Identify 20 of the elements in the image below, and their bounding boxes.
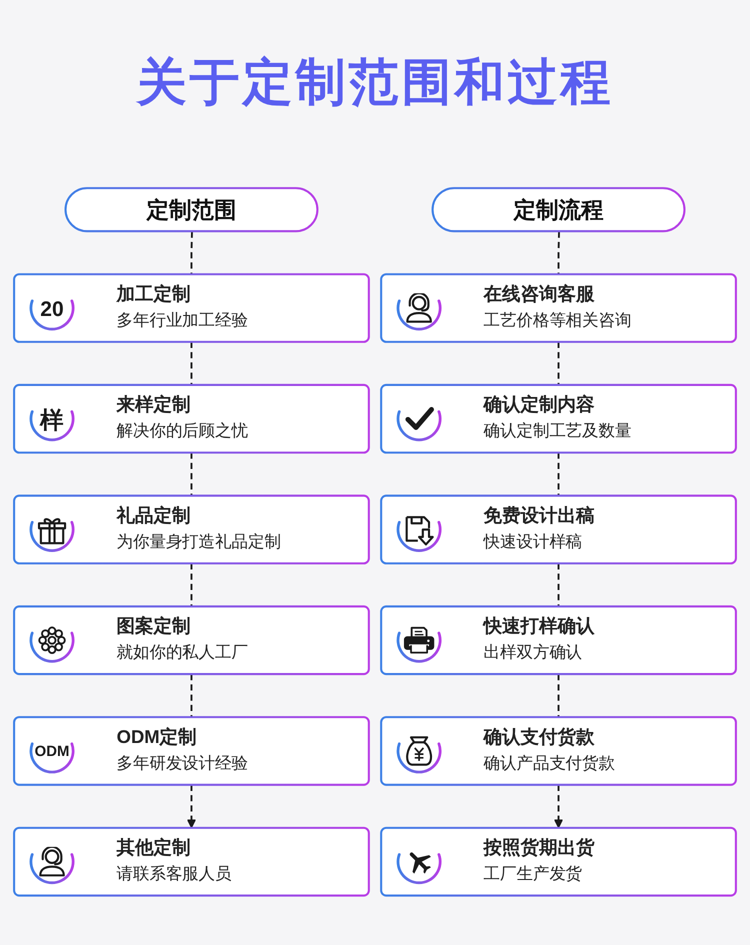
- connector: [558, 563, 560, 606]
- node-box: 快速打样确认 出样双方确认: [380, 605, 737, 676]
- node-box: 按照货期出货 工厂生产发货: [380, 826, 737, 897]
- node-box: 确认定制内容 确认定制工艺及数量: [380, 384, 737, 454]
- arrow: [186, 784, 196, 828]
- connector: [558, 452, 560, 496]
- connector: [190, 452, 192, 496]
- title: 关于定制范围和过程: [134, 53, 614, 112]
- node-box: 礼品定制 为你量身打造礼品定制: [13, 494, 370, 564]
- connector: [190, 342, 192, 385]
- node-box: 图案定制 就如你的私人工厂: [13, 605, 370, 676]
- connector: [558, 342, 560, 385]
- connector: [558, 674, 560, 718]
- node-box: 免费设计出稿 快速设计样稿: [380, 494, 737, 564]
- connector: [190, 563, 192, 606]
- connector: [190, 674, 192, 718]
- node-box: 其他定制 请联系客服人员: [13, 826, 370, 897]
- arrow: [554, 784, 564, 828]
- node-box: 在线咨询客服 工艺价格等相关咨询: [380, 273, 737, 343]
- node-box: 确认支付货款 确认产品支付货款: [380, 716, 737, 786]
